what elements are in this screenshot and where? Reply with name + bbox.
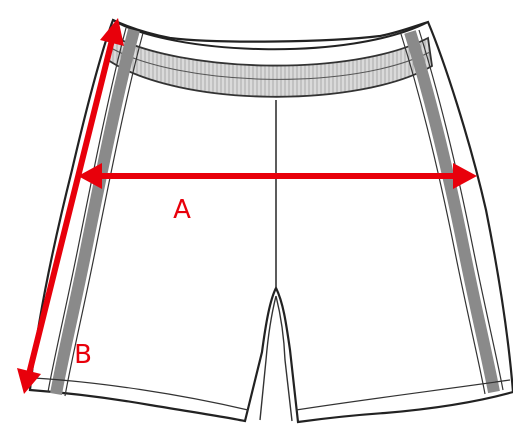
right-side-stripe-edge [400, 33, 486, 395]
waistband-top-edge [112, 19, 429, 51]
right-side-stripe [404, 30, 500, 394]
waistband-rib [106, 34, 433, 98]
right-side-stripe-edge-outer [418, 29, 504, 391]
measurement-b-arrow-top [100, 18, 124, 46]
crotch-inner-right [275, 295, 293, 422]
left-side-stripe [50, 28, 140, 396]
measurement-a-arrow-left [78, 163, 102, 189]
left-hem-line [33, 377, 249, 411]
measurement-b-arrow-bottom [17, 368, 41, 394]
crotch-inner-left [259, 295, 277, 421]
waistband-rib-inner-line [110, 47, 431, 80]
measurement-a-label: A [173, 195, 191, 225]
left-side-stripe-edge [64, 32, 144, 397]
measurement-a-arrow-right [453, 163, 477, 189]
measurement-b-line [25, 33, 116, 381]
shorts-garment [28, 18, 513, 424]
measurement-b: B [17, 18, 124, 394]
left-side-stripe-edge-outer [47, 27, 127, 393]
measurement-a: A [78, 163, 477, 225]
right-hem-line [295, 379, 511, 411]
measurement-b-label: B [74, 340, 92, 370]
